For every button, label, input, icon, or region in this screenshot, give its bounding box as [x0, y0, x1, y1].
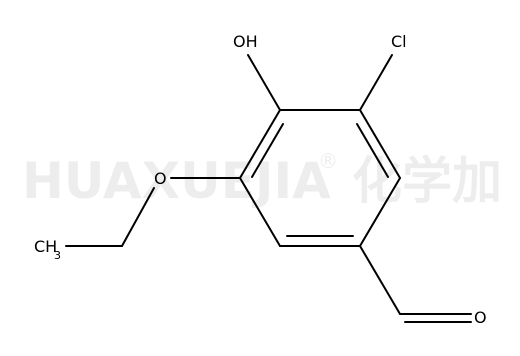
- aldehyde-oxygen-label: O: [474, 308, 487, 327]
- watermark-latin: HUAXUEJIA: [22, 152, 331, 210]
- ether-oxygen-label: O: [154, 169, 167, 188]
- bond-c4-aldehyde-carbon: [359, 245, 401, 315]
- watermark-registered-mark: ®: [318, 149, 338, 173]
- ring-bond-c5-c6: [239, 177, 281, 247]
- bond-c1-hydroxyl: [247, 54, 281, 111]
- watermark: HUAXUEJIA ® 化学加: [22, 149, 502, 210]
- bond-ether-oxygen-ch2: [121, 187, 155, 247]
- watermark-chinese: 化学加: [352, 152, 502, 210]
- ring-bond-c6-c1: [239, 109, 281, 179]
- methyl-subscript: 3: [54, 249, 61, 262]
- benzene-ring: [239, 109, 401, 247]
- hydroxyl-label: OH: [233, 32, 258, 51]
- methyl-label: CH: [34, 237, 57, 256]
- chloro-label: Cl: [391, 32, 407, 51]
- ring-inner-bond-c2-c3: [356, 123, 389, 178]
- bond-c2-chloro: [359, 54, 393, 111]
- ring-inner-bond-c6-c1: [251, 123, 284, 178]
- ring-bond-c2-c3: [359, 109, 401, 179]
- ring-bond-c3-c4: [359, 177, 401, 247]
